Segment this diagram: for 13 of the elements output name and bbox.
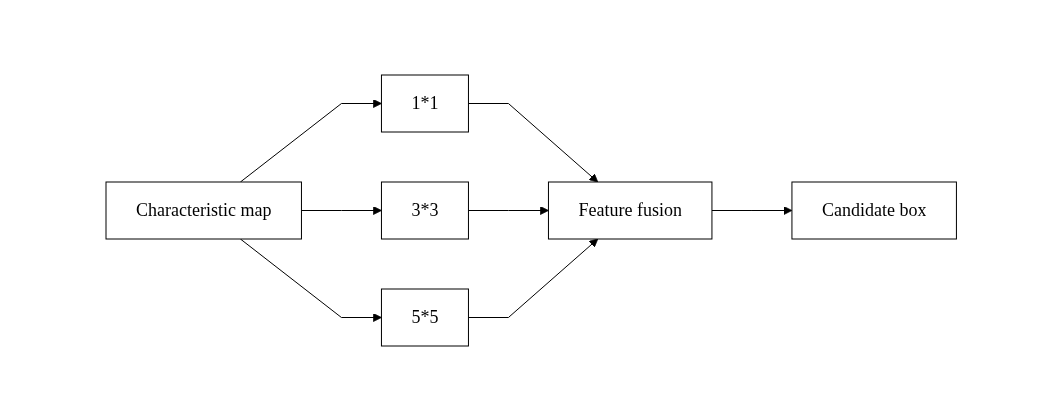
node-box: Candidate box: [791, 181, 958, 239]
arrow: [240, 98, 383, 182]
arrow: [468, 238, 599, 318]
arrow: [301, 205, 383, 215]
node-box: Characteristic map: [105, 181, 303, 239]
node-box: Feature fusion: [548, 181, 713, 239]
arrow: [240, 238, 383, 322]
arrow: [711, 205, 793, 215]
arrow: [468, 102, 599, 182]
node-box: 3*3: [381, 181, 470, 239]
arrow: [468, 205, 550, 215]
node-box: 1*1: [381, 74, 470, 132]
node-box: 5*5: [381, 288, 470, 346]
